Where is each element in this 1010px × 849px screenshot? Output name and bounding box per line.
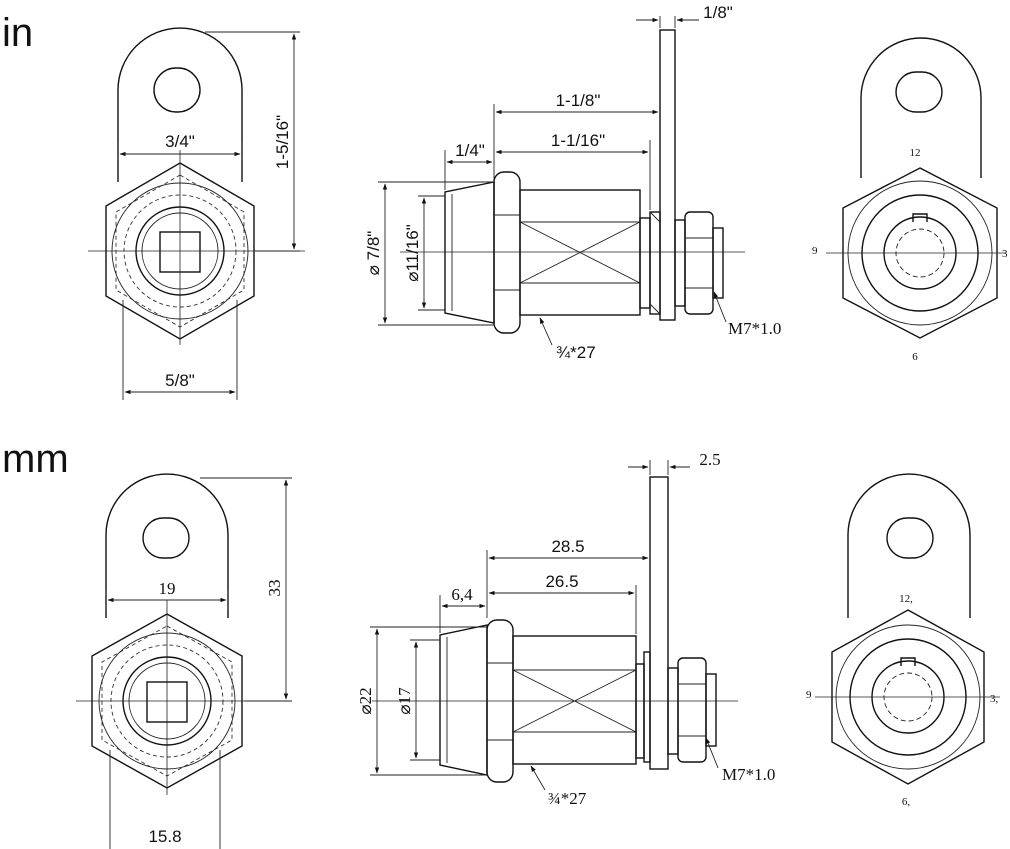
body-length-dim-inch: 1-1/16" <box>551 131 605 150</box>
unit-label-mm: mm <box>2 437 69 481</box>
cam-tab-outline <box>117 27 243 182</box>
nut-thread-callout-mm: M7*1.0 <box>722 765 775 784</box>
front-width-dim-inch: 3/4" <box>165 132 195 151</box>
tab-slot <box>895 71 943 113</box>
mm-section: mm 19 33 15.8 <box>2 437 1000 849</box>
plate-thickness-dim-inch: 1/8" <box>703 3 733 22</box>
overall-length-dim-mm: 28.5 <box>551 537 584 556</box>
overall-length-dim-inch: 1-1/8" <box>556 91 601 110</box>
plate-thickness-dim-mm: 2.5 <box>699 450 720 469</box>
key-slot <box>912 213 928 222</box>
body-diameter-dim-mm: ⌀17 <box>395 687 414 715</box>
hex-outline <box>842 167 998 339</box>
clock-label-top: 12 <box>910 147 921 159</box>
front-bottom-width-dim-inch: 5/8" <box>165 371 195 390</box>
cam-tab-outline <box>105 473 229 618</box>
front-view-inch: 3/4" 1-5/16" 5/8" <box>88 27 305 400</box>
tab-slot <box>153 67 201 113</box>
cam-tab-outline <box>847 473 971 618</box>
lock-body <box>512 635 637 765</box>
clock-label-bottom: 6, <box>902 796 911 808</box>
key-slot <box>900 657 916 666</box>
cam-plate <box>659 29 676 321</box>
tab-slot <box>142 517 190 559</box>
body-diameter-dim-inch: ⌀11/16" <box>403 224 422 282</box>
front-width-dim-mm: 19 <box>159 579 176 598</box>
clock-label-top: 12, <box>899 593 913 605</box>
rear-view-inch: 12 3 6 9 <box>812 37 1008 363</box>
flange-diameter-dim-mm: ⌀22 <box>356 687 375 714</box>
side-view-mm: 2.5 28.5 26.5 6,4 ⌀22 ⌀17 ¾*27 M7*1.0 <box>356 450 775 808</box>
flange-length-dim-mm: 6,4 <box>451 585 473 604</box>
flange-diameter-dim-inch: ⌀ 7/8" <box>364 231 383 276</box>
cam-nut <box>677 657 707 763</box>
side-view-inch: 1/8" 1-1/8" 1-1/16" 1/4" ⌀ 7/8" ⌀11/16" … <box>364 3 781 362</box>
cam-tab-outline <box>860 37 982 178</box>
front-bottom-width-dim-mm: 15.8 <box>148 827 181 846</box>
mounting-nut <box>493 171 521 334</box>
clock-label-left: 9 <box>812 245 818 257</box>
thread-callout-inch: ¾*27 <box>556 343 596 362</box>
cam-nut <box>684 211 714 315</box>
hex-outline <box>831 609 985 785</box>
flange-length-dim-inch: 1/4" <box>455 141 485 160</box>
thread-callout-mm: ¾*27 <box>548 789 587 808</box>
front-view-mm: 19 33 15.8 <box>76 473 292 849</box>
body-length-dim-mm: 26.5 <box>545 572 578 591</box>
cam-plate <box>649 476 669 770</box>
inch-section: in 3/4" 1-5/16" 5/8" <box>2 3 1008 400</box>
tab-slot <box>886 517 934 559</box>
unit-label-inch: in <box>2 11 33 55</box>
clock-label-right: 3, <box>990 693 999 705</box>
clock-label-left: 9 <box>806 689 812 701</box>
front-height-dim-inch: 1-5/16" <box>273 115 292 169</box>
rear-view-mm: 12, 3, 6, 9 <box>806 473 1000 808</box>
nut-thread-callout-inch: M7*1.0 <box>728 319 781 338</box>
clock-label-right: 3 <box>1002 248 1008 260</box>
front-height-dim-mm: 33 <box>265 580 284 597</box>
clock-label-bottom: 6 <box>912 351 918 363</box>
